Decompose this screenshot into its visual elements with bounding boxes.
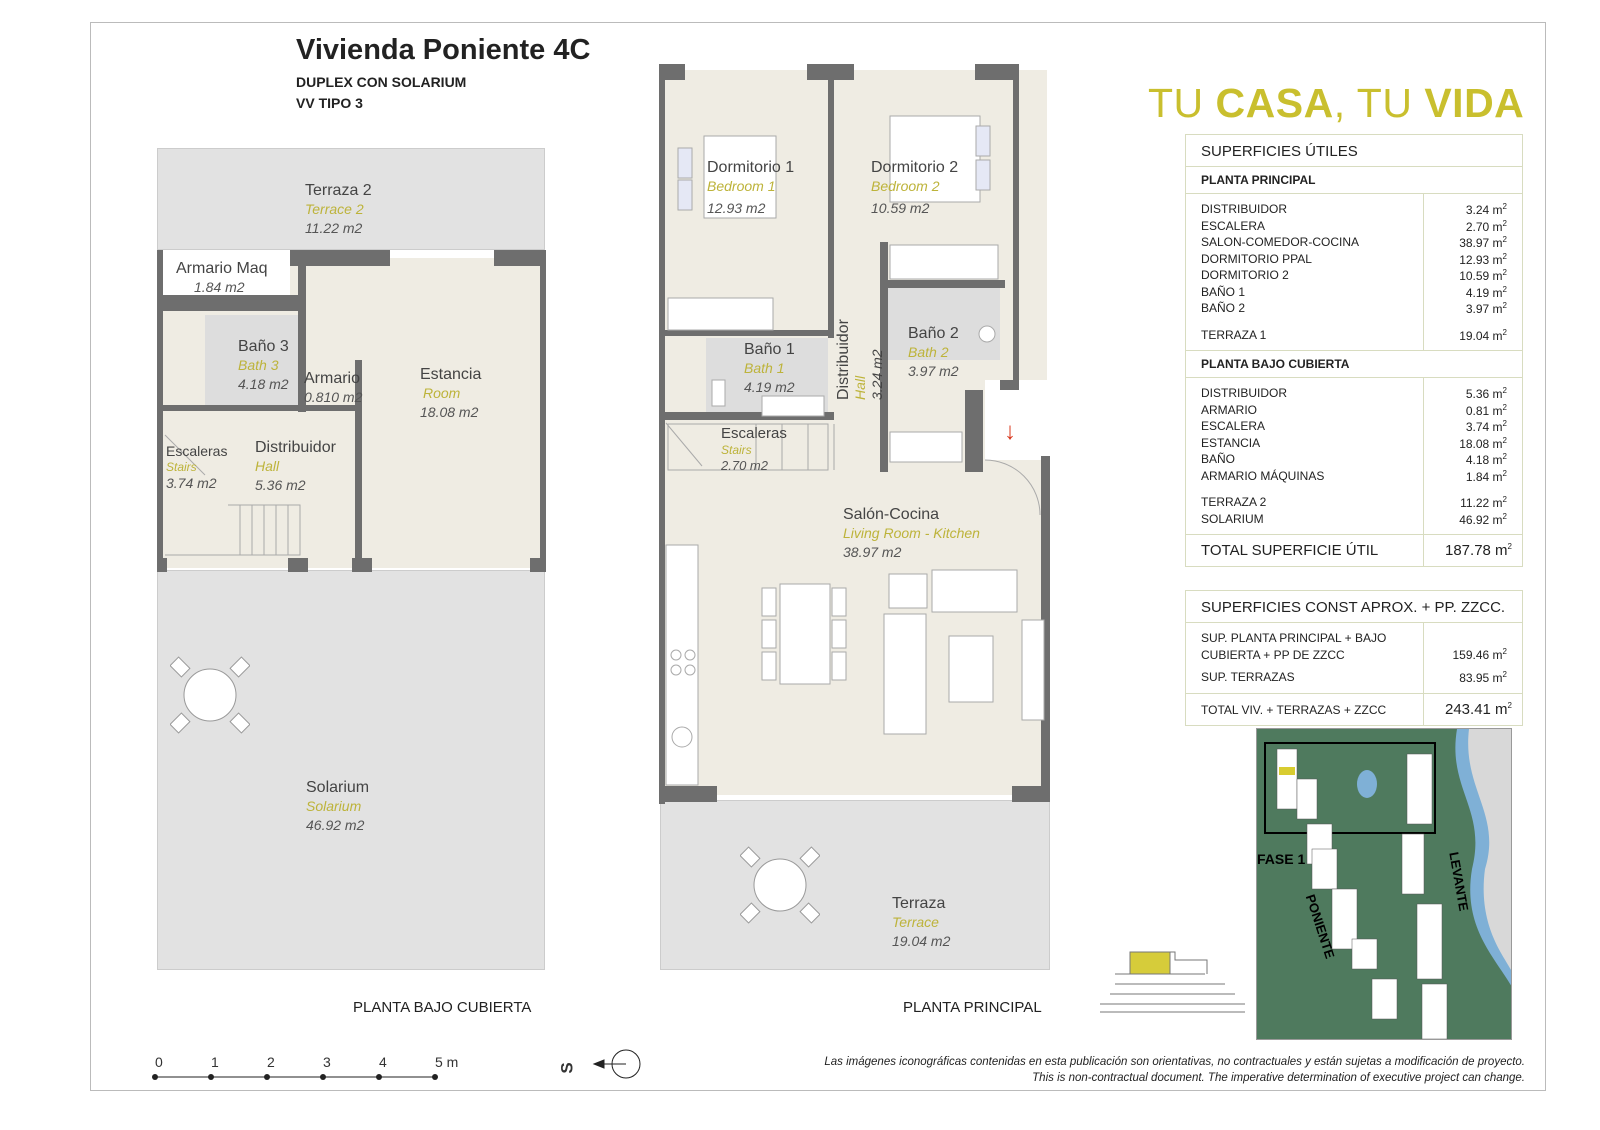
- section-title: PLANTA BAJO CUBIERTA: [1186, 351, 1522, 378]
- north-label: S: [557, 1062, 577, 1074]
- site-map-fase-label: FASE 1: [1257, 851, 1306, 867]
- surface-label: TERRAZA 2: [1201, 495, 1267, 509]
- surface-value: 11.22 m2: [1460, 495, 1507, 510]
- section-rows: DISTRIBUIDOR ARMARIO ESCALERA ESTANCIA BAÑO A…: [1186, 378, 1522, 535]
- const-title: SUPERFICIES CONST APROX. + PP. ZZCC.: [1186, 591, 1522, 623]
- surface-label: SALON-COMEDOR-COCINA: [1201, 235, 1360, 249]
- total-row: TOTAL SUPERFICIE ÚTIL 187.78 m2: [1186, 535, 1522, 566]
- scale-tick: 1: [211, 1054, 219, 1070]
- subtitle-type: DUPLEX CON SOLARIUM: [296, 74, 467, 90]
- surface-value: 2.70 m2: [1465, 218, 1507, 234]
- surface-value: 4.19 m2: [1465, 284, 1507, 300]
- disclaimer-es: Las imágenes iconográficas contenidas en…: [824, 1056, 1525, 1068]
- surface-label: BAÑO: [1201, 452, 1236, 466]
- surface-value: 1.84 m2: [1465, 468, 1507, 484]
- page-frame: [90, 22, 1546, 1091]
- scale-tick: 3: [323, 1054, 331, 1070]
- scale-tick: 2: [267, 1054, 275, 1070]
- furniture-icons: [665, 115, 1045, 786]
- const-value: 159.46 m2: [1452, 647, 1508, 662]
- surface-label: ARMARIO: [1201, 402, 1258, 417]
- plan-title-principal: PLANTA PRINCIPAL: [903, 999, 1042, 1016]
- slogan: TU CASA, TU VIDA: [1148, 80, 1525, 126]
- surface-value: 46.92 m2: [1459, 511, 1507, 527]
- subtitle-class: VV TIPO 3: [296, 95, 363, 111]
- surface-value: 4.18 m2: [1465, 452, 1507, 467]
- surface-label: SOLARIUM: [1201, 511, 1264, 526]
- disclaimer-en: This is non-contractual document. The im…: [1032, 1072, 1525, 1084]
- entrance-arrow-icon: ↓: [1004, 418, 1016, 445]
- scale-tick: 0: [155, 1054, 163, 1070]
- table-chairs-icon: [170, 656, 250, 734]
- page-title: Vivienda Poniente 4C: [296, 34, 591, 66]
- compass-arrow-icon: [592, 1049, 641, 1079]
- const-total-label: TOTAL VIV. + TERRAZAS + ZZCC: [1186, 693, 1424, 725]
- surface-value: 5.36 m2: [1465, 386, 1507, 401]
- surface-value: 3.74 m2: [1465, 419, 1507, 434]
- surface-value: 38.97 m2: [1459, 235, 1507, 250]
- plan-title-bajo-cubierta: PLANTA BAJO CUBIERTA: [353, 999, 532, 1016]
- surface-label: ESCALERA: [1201, 419, 1266, 433]
- surface-label: DISTRIBUIDOR: [1201, 202, 1288, 216]
- scale-tick: 5 m: [435, 1054, 459, 1070]
- section-rows: DISTRIBUIDOR ESCALERA SALON-COMEDOR-COCINA…: [1186, 194, 1522, 351]
- built-surfaces-table: SUPERFICIES CONST APROX. + PP. ZZCC. SUP…: [1185, 590, 1523, 726]
- surface-label: ARMARIO MÁQUINAS: [1201, 468, 1325, 483]
- surface-label: DISTRIBUIDOR: [1201, 386, 1288, 400]
- const-label: SUP. PLANTA PRINCIPAL + BAJO: [1201, 631, 1387, 645]
- surface-value: 0.81 m2: [1465, 402, 1507, 418]
- building-section-icon: [1100, 951, 1245, 1013]
- site-map: FASE 1 PONIENTE LEVANTE: [1256, 728, 1512, 1040]
- total-value: 187.78 m2: [1445, 542, 1512, 559]
- surface-value: 19.04 m2: [1459, 327, 1507, 343]
- site-map-drawing: [1264, 729, 1511, 1039]
- const-label: SUP. TERRAZAS: [1201, 670, 1295, 684]
- terrace-table-icon: [740, 846, 820, 924]
- surface-label: ESTANCIA: [1201, 435, 1261, 450]
- total-label: TOTAL SUPERFICIE ÚTIL: [1186, 535, 1424, 566]
- table-title: SUPERFICIES ÚTILES: [1186, 135, 1522, 167]
- surface-label: ESCALERA: [1201, 218, 1266, 233]
- const-rows: SUP. PLANTA PRINCIPAL + BAJO CUBIERTA + P…: [1186, 623, 1522, 694]
- surface-label: TERRAZA 1: [1201, 327, 1267, 342]
- const-total-row: TOTAL VIV. + TERRAZAS + ZZCC 243.41 m2: [1186, 693, 1522, 725]
- surface-label: DORMITORIO PPAL: [1201, 251, 1312, 266]
- const-label: CUBIERTA + PP DE ZZCC: [1201, 647, 1345, 662]
- surface-label: BAÑO 1: [1201, 284, 1246, 299]
- section-title: PLANTA PRINCIPAL: [1186, 167, 1522, 194]
- surface-value: 18.08 m2: [1459, 435, 1507, 451]
- surface-label: DORMITORIO 2: [1201, 268, 1289, 282]
- surface-label: BAÑO 2: [1201, 301, 1246, 315]
- const-total-value: 243.41 m2: [1445, 700, 1512, 718]
- stairs-icon: [164, 434, 301, 556]
- const-value: 83.95 m2: [1459, 669, 1507, 685]
- surface-value: 10.59 m2: [1459, 268, 1507, 283]
- surface-value: 3.97 m2: [1465, 301, 1507, 316]
- surface-value: 12.93 m2: [1459, 251, 1507, 267]
- surface-value: 3.24 m2: [1465, 202, 1507, 217]
- scale-tick: 4: [379, 1054, 387, 1070]
